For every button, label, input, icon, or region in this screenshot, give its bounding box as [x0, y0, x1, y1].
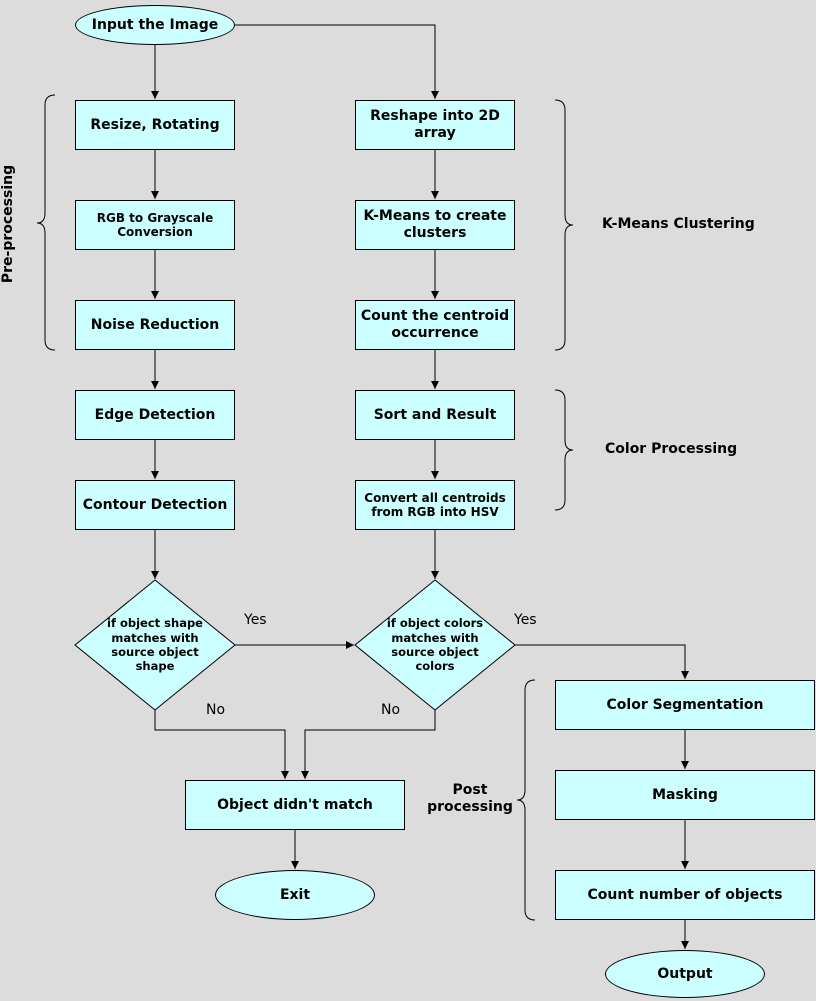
shape-decision-label: if object shape matches with source obje… — [107, 616, 203, 674]
exit-label: Exit — [279, 886, 311, 903]
kmeans-group-text: K-Means Clustering — [602, 216, 755, 232]
brace-color-processing — [554, 389, 574, 511]
output-label: Output — [657, 965, 713, 982]
exit-node: Exit — [215, 870, 375, 920]
color-segmentation-label: Color Segmentation — [606, 696, 764, 713]
color-decision-diamond — [354, 579, 516, 711]
brace-preprocessing — [36, 94, 56, 351]
count-objects-node: Count number of objects — [555, 870, 815, 920]
kmeans-label: K-Means to create clusters — [363, 208, 507, 241]
shape-no-label: No — [206, 702, 226, 718]
grayscale-label: RGB to Grayscale Conversion — [96, 210, 214, 239]
masking-node: Masking — [555, 770, 815, 820]
color-processing-group-label: Color Processing — [605, 441, 737, 458]
output-node: Output — [605, 950, 765, 998]
preprocessing-group-label: Pre-processing — [0, 162, 20, 286]
color-decision-label: if object colors matches with source obj… — [386, 616, 484, 674]
brace-post-processing — [516, 679, 536, 921]
reshape-label: Reshape into 2D array — [370, 108, 500, 141]
arrow-color-yes — [515, 644, 689, 679]
arrow-shape-no — [154, 710, 289, 779]
shape-decision-diamond — [74, 579, 236, 711]
post-processing-group-label: Post processing — [424, 782, 516, 816]
input-image-node: Input the Image — [75, 5, 235, 45]
color-yes-label: Yes — [514, 612, 537, 628]
reshape-node: Reshape into 2D array — [355, 100, 515, 150]
post-processing-group-text: Post processing — [427, 782, 513, 815]
object-no-match-label: Object didn't match — [217, 796, 373, 813]
preprocessing-group-text: Pre-processing — [0, 164, 16, 284]
object-no-match-node: Object didn't match — [185, 780, 405, 830]
count-objects-label: Count number of objects — [587, 886, 783, 903]
convert-hsv-label: Convert all centroids from RGB into HSV — [364, 490, 506, 519]
kmeans-node: K-Means to create clusters — [355, 200, 515, 250]
noise-reduction-node: Noise Reduction — [75, 300, 235, 350]
grayscale-node: RGB to Grayscale Conversion — [75, 200, 235, 250]
contour-detection-node: Contour Detection — [75, 480, 235, 530]
brace-kmeans — [554, 99, 574, 351]
edge-detection-label: Edge Detection — [94, 406, 216, 423]
resize-rotating-node: Resize, Rotating — [75, 100, 235, 150]
arrow-color-no — [301, 710, 436, 779]
color-no-label: No — [381, 702, 401, 718]
count-centroid-node: Count the centroid occurrence — [355, 300, 515, 350]
sort-result-node: Sort and Result — [355, 390, 515, 440]
color-decision-text: if object colors matches with source obj… — [383, 608, 487, 682]
kmeans-group-label: K-Means Clustering — [602, 216, 755, 233]
contour-detection-label: Contour Detection — [82, 496, 228, 513]
masking-label: Masking — [652, 786, 718, 803]
edge-detection-node: Edge Detection — [75, 390, 235, 440]
input-image-label: Input the Image — [91, 16, 219, 33]
color-segmentation-node: Color Segmentation — [555, 680, 815, 730]
color-processing-group-text: Color Processing — [605, 441, 738, 457]
shape-yes-label: Yes — [244, 612, 267, 628]
shape-decision-text: if object shape matches with source obje… — [95, 612, 215, 678]
convert-hsv-node: Convert all centroids from RGB into HSV — [355, 480, 515, 530]
noise-reduction-label: Noise Reduction — [90, 316, 220, 333]
count-centroid-label: Count the centroid occurrence — [360, 308, 510, 341]
sort-result-label: Sort and Result — [373, 406, 497, 423]
arrow-input-to-reshape — [235, 24, 439, 99]
resize-rotating-label: Resize, Rotating — [90, 116, 220, 133]
